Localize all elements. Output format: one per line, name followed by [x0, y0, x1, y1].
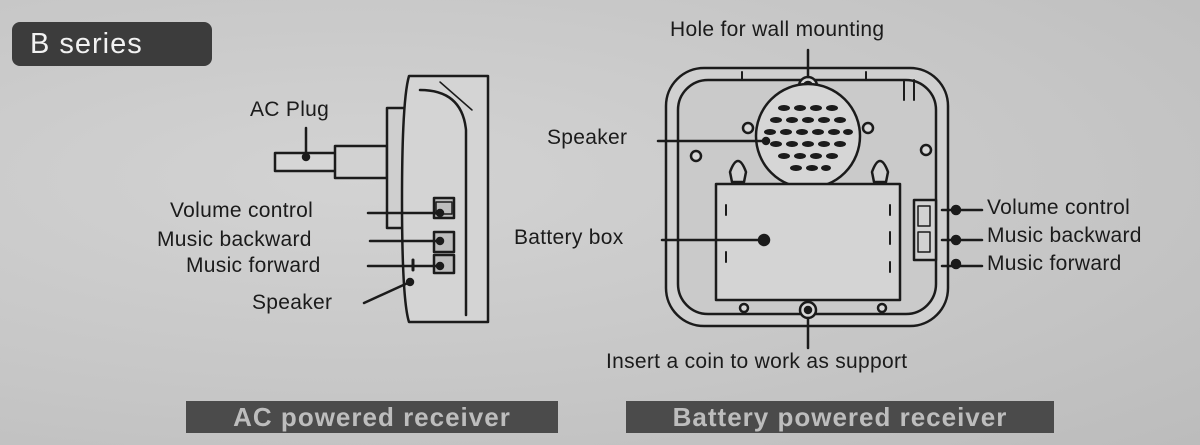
- label-ac-volume-control: Volume control: [170, 199, 314, 222]
- label-battery-speaker: Speaker: [547, 126, 628, 149]
- label-insert-coin: Insert a coin to work as support: [606, 350, 908, 373]
- caption-battery-powered-receiver: Battery powered receiver: [626, 401, 1054, 433]
- label-battery-music-backward: Music backward: [987, 224, 1142, 247]
- label-ac-music-backward: Music backward: [157, 228, 312, 251]
- keyhole-slot-right: [870, 159, 890, 184]
- label-hole-for-wall-mounting: Hole for wall mounting: [670, 18, 885, 41]
- label-ac-music-forward: Music forward: [186, 254, 321, 277]
- label-battery-box: Battery box: [514, 226, 624, 249]
- ac-housing-curve: [418, 88, 468, 317]
- label-battery-music-forward: Music forward: [987, 252, 1122, 275]
- speaker-grille: [754, 82, 862, 190]
- ac-receiver-drawing: [273, 74, 490, 324]
- caption-ac-powered-receiver: AC powered receiver: [186, 401, 558, 433]
- series-badge: B series: [12, 22, 212, 66]
- ac-plug-base: [333, 144, 389, 180]
- label-battery-volume-control: Volume control: [987, 196, 1131, 219]
- label-ac-speaker: Speaker: [252, 291, 333, 314]
- keyhole-slot-left: [728, 159, 748, 184]
- battery-box: [714, 182, 902, 302]
- battery-receiver-drawing: [656, 48, 984, 350]
- label-ac-plug: AC Plug: [250, 98, 330, 121]
